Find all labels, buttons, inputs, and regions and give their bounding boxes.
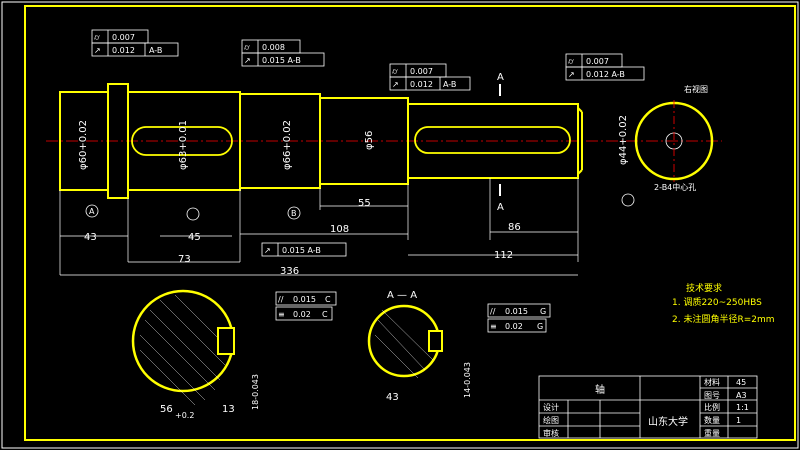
svg-text:0.015 A-B: 0.015 A-B	[262, 56, 301, 65]
dim-73: 73	[178, 254, 191, 265]
svg-text://: //	[278, 295, 284, 304]
dim-phi60: φ60+0.02	[78, 120, 89, 170]
svg-text:0.007: 0.007	[410, 67, 433, 76]
datum-a-label: A	[89, 207, 95, 216]
svg-text:G: G	[537, 322, 543, 331]
datum-b-label: B	[291, 209, 297, 218]
svg-text:0.012: 0.012	[410, 80, 433, 89]
title-right-value-0: 45	[736, 378, 746, 387]
svg-text:0.015: 0.015	[505, 307, 528, 316]
title-right-value-1: A3	[736, 391, 747, 400]
keyway-left	[131, 126, 233, 156]
tolerance-frame-top-center: ⌭ 0.007 ↗ 0.012 A-B	[389, 63, 471, 91]
shaft-outline	[59, 83, 583, 199]
title-row-1: 设计	[543, 402, 559, 412]
title-right-value-2: 1:1	[736, 403, 749, 412]
dim-phi63: φ63+0.01	[178, 120, 189, 170]
tolerance-frame-top-mid: ⌭ 0.008 ↗ 0.015 A-B	[241, 39, 325, 67]
keyway-right	[414, 126, 571, 154]
sec-left-dim-18: 18-0.043	[251, 374, 260, 410]
svg-text:A-B: A-B	[443, 80, 456, 89]
view-a-top: A	[497, 72, 504, 83]
tolerance-frame-top-right: ⌭ 0.007 ↗ 0.012 A-B	[565, 53, 645, 81]
title-school: 山东大学	[648, 415, 688, 428]
tolerance-frame-top-left: ⌭ 0.007 ↗ 0.012 A-B	[91, 29, 179, 57]
svg-text:0.02: 0.02	[505, 322, 523, 331]
sec-right-dim-43: 43	[386, 392, 399, 403]
sec-left-dim-56: 56	[160, 404, 173, 415]
title-right-label-1: 图号	[704, 391, 720, 400]
dim-86: 86	[508, 222, 521, 233]
title-row-2: 绘图	[543, 415, 559, 425]
center-hole-label: 2-B4中心孔	[654, 182, 696, 192]
svg-text:0.007: 0.007	[586, 57, 609, 66]
dim-55: 55	[358, 198, 371, 209]
dimension-lines	[60, 205, 578, 276]
svg-text:⌭: ⌭	[568, 57, 574, 66]
title-row-3: 审核	[543, 428, 559, 438]
title-block	[538, 375, 758, 439]
title-part-name: 轴	[595, 383, 605, 396]
svg-text:↗: ↗	[392, 80, 399, 89]
tolerance-frame-mid: ↗ 0.015 A-B	[261, 242, 347, 257]
svg-text://: //	[490, 307, 496, 316]
svg-text:↗: ↗	[94, 46, 101, 55]
dim-phi56: φ56	[364, 131, 375, 150]
svg-text:0.015 A-B: 0.015 A-B	[282, 246, 321, 255]
section-left-tolerance: // 0.015 C ≡ 0.02 C	[275, 291, 337, 321]
svg-text:0.02: 0.02	[293, 310, 311, 319]
extension-lines	[59, 178, 579, 275]
title-right-label-4: 重量	[704, 428, 720, 438]
svg-text:0.015: 0.015	[293, 295, 316, 304]
tech-req-title: 技术要求	[686, 282, 722, 294]
sec-right-dim-14: 14-0.043	[463, 362, 472, 398]
svg-text:G: G	[540, 307, 546, 316]
svg-text:0.007: 0.007	[112, 33, 135, 42]
svg-text:⌭: ⌭	[244, 43, 250, 52]
title-right-label-2: 比例	[704, 402, 720, 412]
inner-frame	[24, 5, 796, 441]
title-right-value-3: 1	[736, 416, 741, 425]
dim-phi44: φ44+0.02	[618, 115, 629, 165]
svg-text:0.008: 0.008	[262, 43, 285, 52]
sec-left-dim-02: +0.2	[175, 411, 194, 420]
svg-text:≡: ≡	[490, 322, 497, 331]
svg-text:↗: ↗	[568, 70, 575, 79]
svg-text:⌭: ⌭	[94, 33, 100, 42]
svg-text:≡: ≡	[278, 310, 285, 319]
tech-req-1: 1. 调质220~250HBS	[672, 296, 762, 308]
section-right	[367, 304, 443, 379]
section-left	[131, 289, 235, 406]
svg-text:C: C	[322, 310, 328, 319]
datum-markers	[85, 193, 635, 221]
svg-text:0.012: 0.012	[112, 46, 135, 55]
svg-text:C: C	[325, 295, 331, 304]
svg-text:↗: ↗	[244, 56, 251, 65]
dim-112: 112	[494, 250, 513, 261]
svg-text:⌭: ⌭	[392, 67, 398, 76]
sec-left-dim-13: 13	[222, 404, 235, 415]
section-right-tolerance: // 0.015 G ≡ 0.02 G	[487, 303, 551, 333]
right-view-label: 右视图	[684, 84, 708, 94]
svg-text:↗: ↗	[264, 246, 271, 255]
svg-text:A-B: A-B	[149, 46, 162, 55]
title-right-label-3: 数量	[704, 415, 720, 425]
dim-43: 43	[84, 232, 97, 243]
title-right-label-0: 材料	[704, 377, 720, 387]
tech-req-2: 2. 未注圆角半径R=2mm	[672, 313, 775, 325]
dim-108: 108	[330, 224, 349, 235]
dim-45: 45	[188, 232, 201, 243]
view-a-bottom: A	[497, 202, 504, 213]
svg-text:0.012 A-B: 0.012 A-B	[586, 70, 625, 79]
dim-phi66: φ66+0.02	[282, 120, 293, 170]
section-aa-label: A — A	[387, 290, 417, 301]
dim-336: 336	[280, 266, 299, 277]
